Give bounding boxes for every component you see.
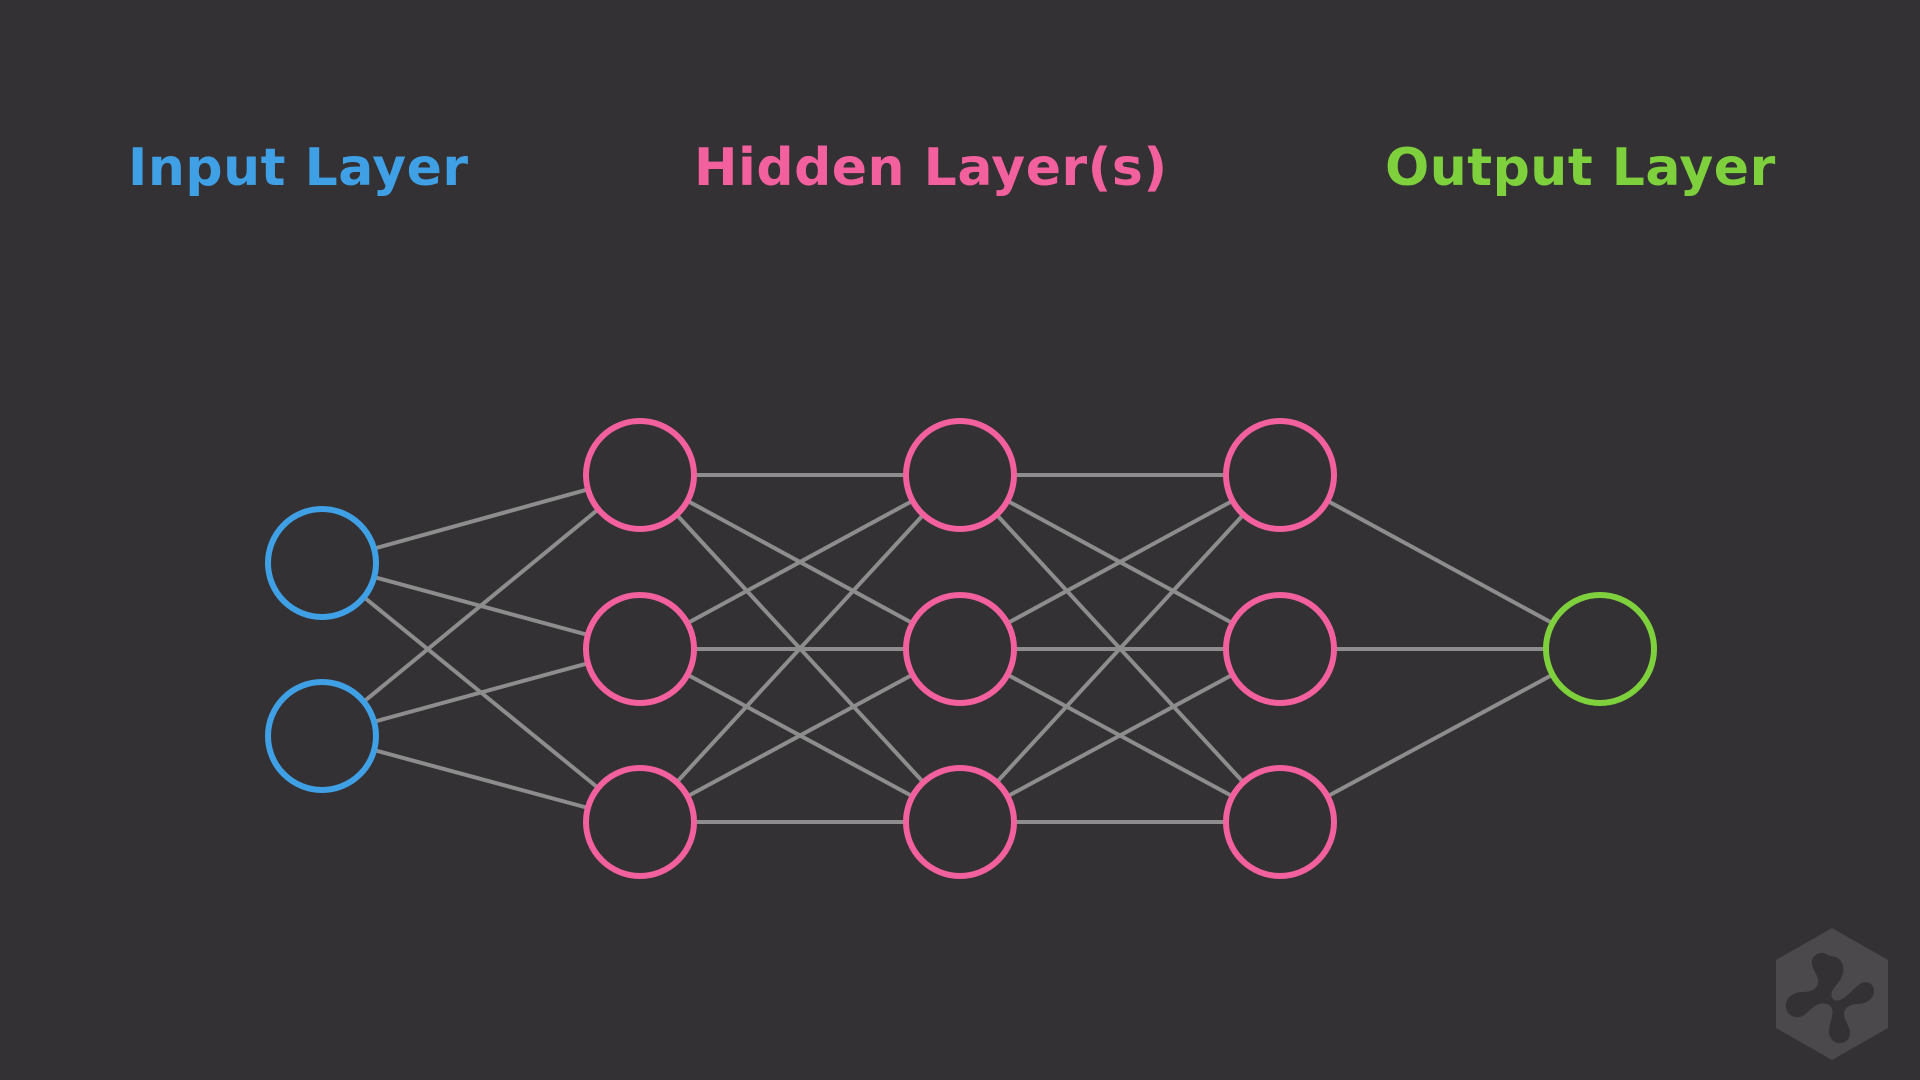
node-group — [265, 418, 1657, 879]
neuron-node-hidden-2-2 — [903, 592, 1017, 706]
connection-line — [375, 748, 587, 810]
connection-line — [1328, 674, 1552, 797]
connection-line — [996, 514, 1244, 783]
neuron-node-hidden-3-2 — [1223, 592, 1337, 706]
neuron-node-hidden-1-2 — [583, 592, 697, 706]
connection-line — [1008, 674, 1232, 797]
neuron-node-hidden-2-1 — [903, 418, 1017, 532]
neuron-node-input-2 — [265, 679, 379, 793]
connection-line — [1328, 500, 1552, 624]
connection-line — [374, 488, 588, 550]
neuron-node-hidden-3-3 — [1223, 765, 1337, 879]
hidden-layer-label: Hidden Layer(s) — [694, 138, 1168, 198]
neuron-node-hidden-1-1 — [583, 418, 697, 532]
neuron-node-hidden-2-3 — [903, 765, 1017, 879]
neuron-node-hidden-1-3 — [583, 765, 697, 879]
connection-line — [364, 509, 598, 702]
neuron-node-hidden-3-1 — [1223, 418, 1337, 532]
output-layer-label: Output Layer — [1385, 138, 1776, 198]
connection-line — [676, 514, 924, 783]
input-layer-label: Input Layer — [128, 138, 469, 198]
connection-line — [374, 662, 588, 723]
connection-line — [688, 500, 912, 624]
neuron-node-output-1 — [1543, 592, 1657, 706]
neuron-node-input-1 — [265, 506, 379, 620]
edge-group — [364, 473, 1552, 824]
connection-line — [1008, 500, 1232, 624]
connection-line — [688, 674, 912, 797]
